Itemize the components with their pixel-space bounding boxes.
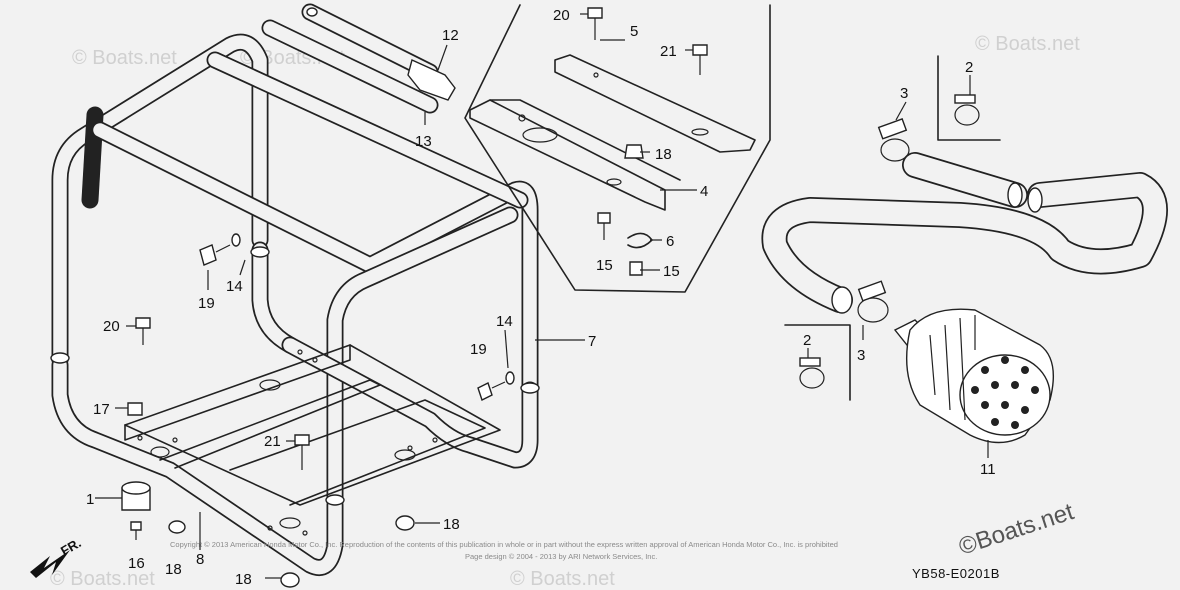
part-label: 19 xyxy=(470,341,487,358)
part-label: 7 xyxy=(588,333,596,350)
part-label: 21 xyxy=(660,43,677,60)
part-label: 6 xyxy=(666,233,674,250)
part-label: 15 xyxy=(663,263,680,280)
part-label: 2 xyxy=(803,332,811,349)
part-label: 15 xyxy=(596,257,613,274)
part-label: 18 xyxy=(165,561,182,578)
part-label: 1 xyxy=(86,491,94,508)
part-label: 13 xyxy=(415,133,432,150)
watermark: © Boats.net xyxy=(975,33,1080,55)
copyright-text: Page design © 2004 - 2013 by ARI Network… xyxy=(465,552,657,561)
part-label: 20 xyxy=(103,318,120,335)
copyright-text: Copyright © 2013 American Honda Motor Co… xyxy=(170,540,838,549)
part-label: 5 xyxy=(630,23,638,40)
part-label: 14 xyxy=(226,278,243,295)
part-label: 18 xyxy=(443,516,460,533)
part-label: 19 xyxy=(198,295,215,312)
handle-bar xyxy=(261,3,456,114)
part-label: 20 xyxy=(553,7,570,24)
frame-assembly xyxy=(50,33,540,576)
bracket-group xyxy=(464,4,771,293)
strainer xyxy=(893,308,1054,444)
part-label: 11 xyxy=(980,461,996,478)
watermark: © Boats.net xyxy=(50,568,155,590)
part-labels: 1 2 2 3 3 4 5 6 7 8 11 12 13 14 14 15 15… xyxy=(86,7,996,588)
part-label: 18 xyxy=(235,571,252,588)
part-label: 12 xyxy=(442,27,459,44)
part-label: 16 xyxy=(128,555,145,572)
direction-label: FR. xyxy=(58,535,84,558)
part-label: 2 xyxy=(965,59,973,76)
hose-clamps xyxy=(784,55,1001,401)
diagram-code: YB58-E0201B xyxy=(912,566,1000,581)
hose-assembly xyxy=(761,152,1168,314)
fasteners xyxy=(121,7,708,588)
part-label: 21 xyxy=(264,433,281,450)
leader-lines xyxy=(95,13,989,579)
part-label: 8 xyxy=(196,551,204,568)
watermark-logo: ©Boats.net xyxy=(956,498,1078,561)
watermark: © Boats.net xyxy=(72,47,177,69)
part-label: 18 xyxy=(655,146,672,163)
part-label: 4 xyxy=(700,183,708,200)
watermark: © Boats.net xyxy=(510,568,615,590)
part-label: 3 xyxy=(857,347,865,364)
part-label: 3 xyxy=(900,85,908,102)
part-label: 14 xyxy=(496,313,513,330)
part-label: 17 xyxy=(93,401,110,418)
front-arrow-icon xyxy=(30,550,70,578)
